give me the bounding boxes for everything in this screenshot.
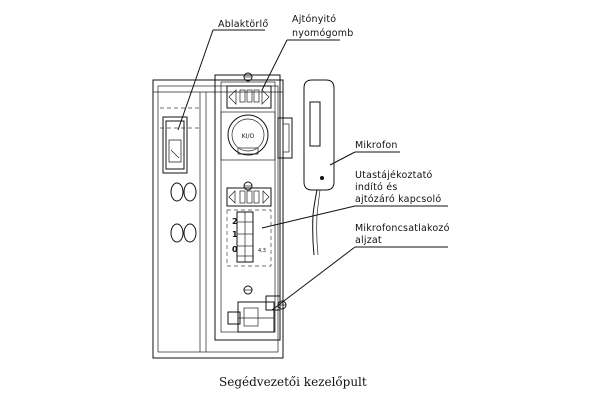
door-switch: 2 1 0 4,3 bbox=[226, 187, 272, 267]
figure-caption: Segédvezetői kezelőpult bbox=[219, 375, 367, 389]
door-button bbox=[226, 85, 272, 109]
panel-holes bbox=[170, 182, 197, 243]
mic-holder bbox=[277, 117, 293, 159]
mic-socket bbox=[227, 295, 281, 333]
label-door-button-1: Ajtónyitó bbox=[292, 14, 336, 25]
label-socket-1: Mikrofoncsatlakozó bbox=[355, 223, 450, 234]
label-microphone: Mikrofon bbox=[355, 140, 398, 151]
switch-side-mark: 4,3 bbox=[258, 248, 266, 254]
leader-lines bbox=[177, 29, 448, 311]
wiper-switch bbox=[162, 116, 188, 174]
microphone bbox=[303, 79, 335, 256]
dial: KI/O bbox=[220, 111, 276, 161]
dial-text: KI/O bbox=[242, 133, 255, 140]
panel-housing bbox=[152, 74, 284, 359]
label-switch-3: ajtózáró kapcsoló bbox=[355, 194, 441, 205]
label-socket-2: aljzat bbox=[355, 235, 382, 246]
label-switch-2: indító és bbox=[355, 182, 397, 193]
switch-pos-2: 2 bbox=[232, 217, 238, 226]
label-switch-1: Utastájékoztató bbox=[355, 170, 433, 181]
screws bbox=[243, 72, 287, 310]
label-wiper: Ablaktörlő bbox=[218, 19, 268, 30]
callouts: Ablaktörlő Ajtónyitó nyomógomb Mikrofon … bbox=[218, 14, 450, 246]
label-door-button-2: nyomógomb bbox=[292, 28, 353, 39]
switch-pos-0: 0 bbox=[232, 245, 238, 254]
switch-pos-1: 1 bbox=[232, 230, 238, 239]
